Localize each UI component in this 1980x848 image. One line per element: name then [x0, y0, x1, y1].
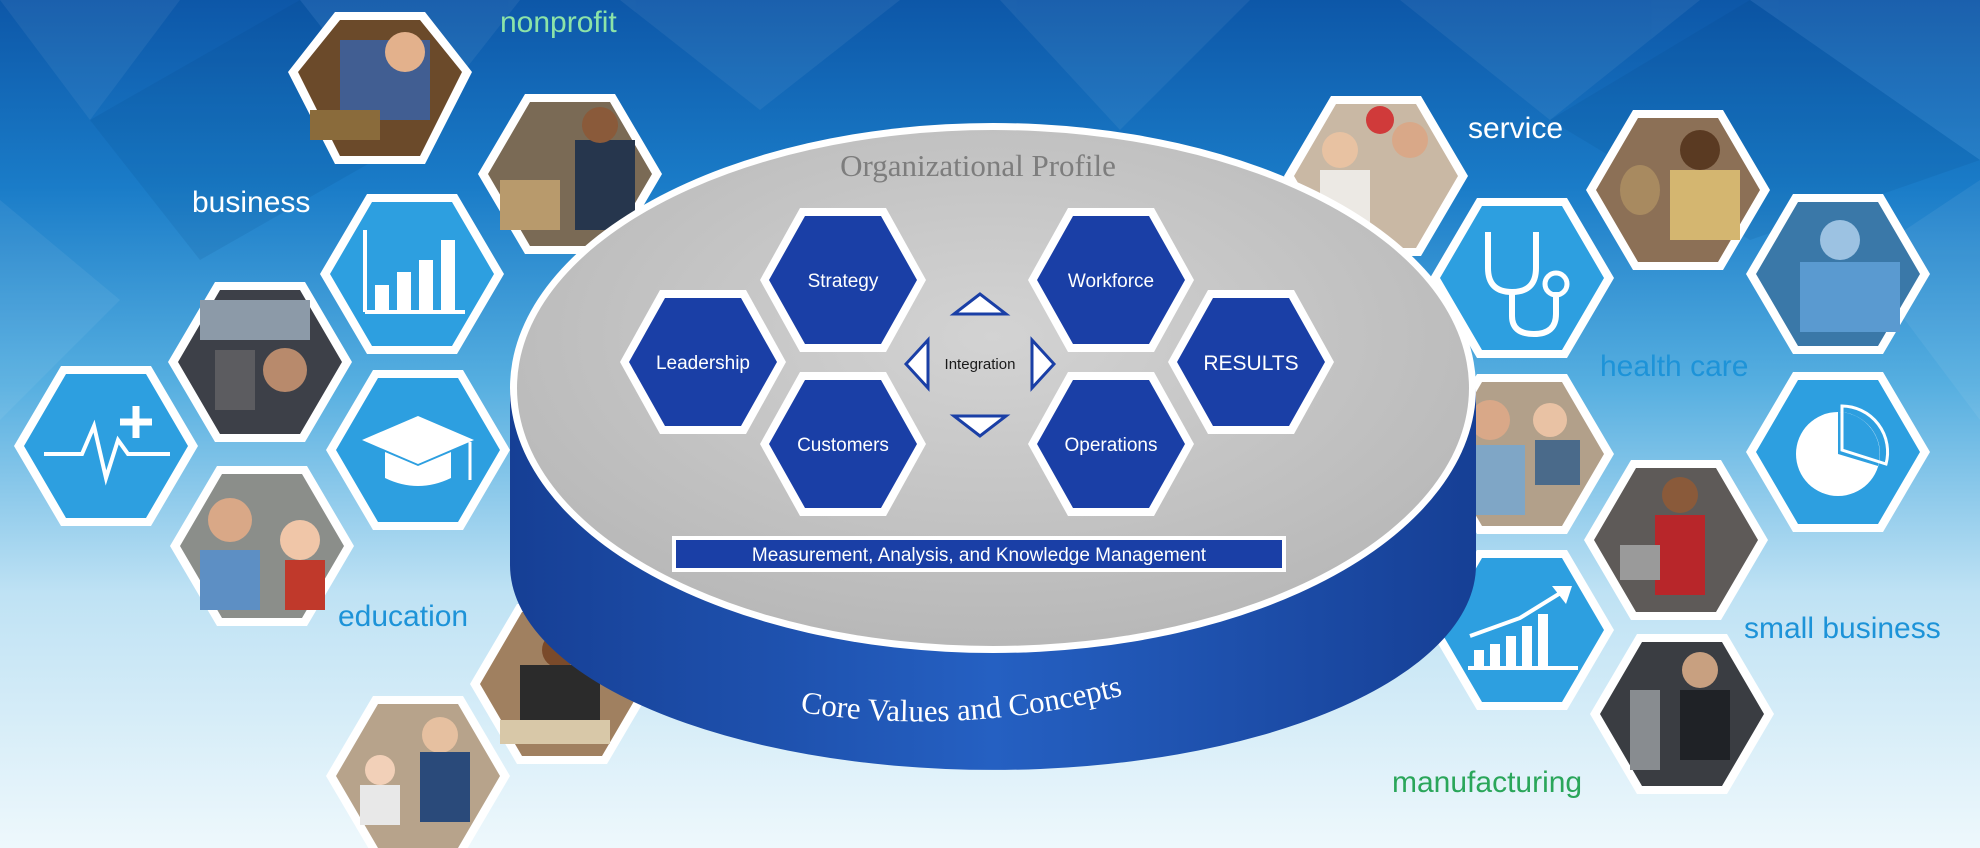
sector-education: education: [338, 600, 469, 633]
workforce-hex: Workforce: [1028, 208, 1194, 352]
stethoscope-icon: [1430, 198, 1614, 358]
results-hex: RESULTS: [1168, 290, 1334, 434]
sector-business: business: [192, 186, 311, 219]
pie-chart-icon: [1746, 372, 1930, 532]
leadership-label: Leadership: [656, 353, 750, 374]
strategy-label: Strategy: [808, 271, 879, 292]
arrow-left-icon: [903, 336, 930, 392]
flight-simulator-photo: [168, 282, 352, 442]
eye-exam-child-photo: [170, 466, 354, 626]
health-pulse-icon: [14, 366, 198, 526]
operations-label: Operations: [1065, 435, 1158, 456]
customers-hex: Customers: [760, 372, 926, 516]
mother-child-play-photo: [326, 696, 510, 848]
growth-chart-icon: [1430, 550, 1614, 710]
measurement-label: Measurement, Analysis, and Knowledge Man…: [752, 545, 1207, 566]
integration-arrows: Integration: [903, 292, 1057, 438]
operations-hex: Operations: [1028, 372, 1194, 516]
sector-small-business: small business: [1744, 612, 1941, 645]
machinist-photo: [1590, 634, 1774, 794]
org-profile-title: Organizational Profile: [840, 148, 1116, 183]
strategy-hex: Strategy: [760, 208, 926, 352]
chef-in-kitchen-photo: [1584, 460, 1768, 620]
arrow-up-icon: [949, 292, 1011, 316]
bar-chart-icon: [320, 194, 504, 354]
sector-health-care: health care: [1600, 350, 1749, 383]
surgeons-photo: [1746, 194, 1930, 354]
arrow-down-icon: [949, 414, 1011, 438]
results-label: RESULTS: [1203, 352, 1298, 375]
integration-label: Integration: [945, 356, 1016, 373]
police-officer-classroom-photo: [478, 94, 662, 254]
graduation-cap-icon: [326, 370, 510, 530]
sector-service: service: [1468, 112, 1564, 145]
leadership-hex: Leadership: [620, 290, 786, 434]
workforce-label: Workforce: [1068, 271, 1154, 292]
arrow-right-icon: [1030, 336, 1057, 392]
sector-manufacturing: manufacturing: [1392, 766, 1583, 799]
worker-at-machine-photo: [288, 12, 472, 164]
organizational-profile-top: [517, 130, 1469, 646]
customers-label: Customers: [797, 435, 889, 456]
man-with-dog-photo: [1586, 110, 1770, 270]
measurement-bar: Measurement, Analysis, and Knowledge Man…: [672, 536, 1286, 572]
sector-nonprofit: nonprofit: [500, 6, 617, 39]
